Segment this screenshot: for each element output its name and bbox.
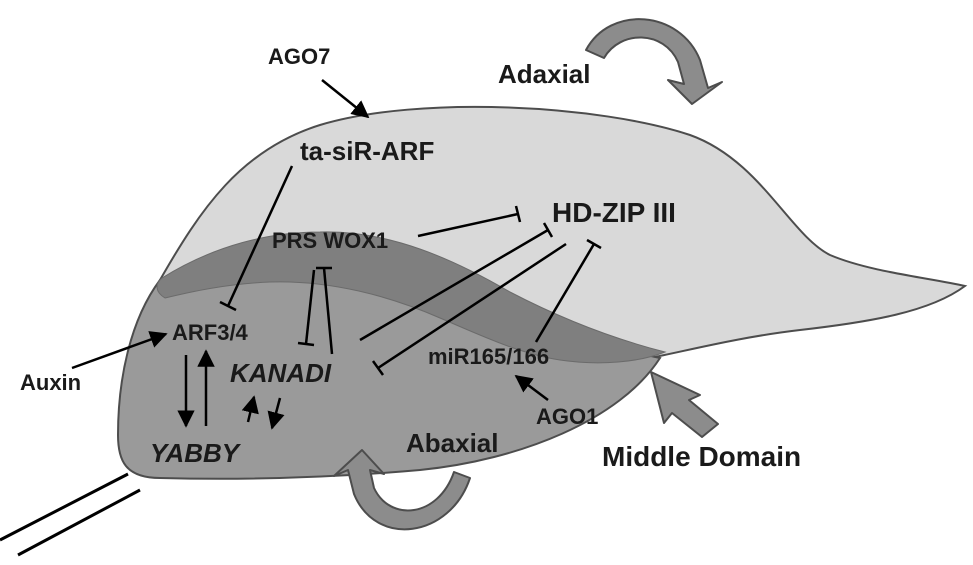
ago7-arrow xyxy=(321,79,370,119)
middle-domain-band xyxy=(156,231,667,364)
ago7-label: AGO7 xyxy=(268,44,330,69)
ago1-arrow xyxy=(514,374,549,401)
curved-arrow-abaxial-icon xyxy=(333,449,471,531)
abaxial-label: Abaxial xyxy=(406,428,499,458)
yabby-label: YABBY xyxy=(150,438,242,468)
kanadi-to-yabby-arrow xyxy=(267,397,285,430)
kanadi-label: KANADI xyxy=(230,358,332,388)
petiole xyxy=(0,472,141,557)
auxin-label: Auxin xyxy=(20,370,81,395)
ta-sir-arf-label: ta-siR-ARF xyxy=(300,136,434,166)
ago1-label: AGO1 xyxy=(536,404,598,429)
inhibition-lines xyxy=(219,165,602,376)
prs-wox1-label: PRS WOX1 xyxy=(272,228,388,253)
auxin-arrow xyxy=(71,331,168,370)
middle-domain-arrow-icon xyxy=(650,371,719,438)
yabby-to-kanadi-arrow xyxy=(241,395,259,423)
adaxial-label: Adaxial xyxy=(498,59,591,89)
curved-arrow-adaxial-icon xyxy=(585,18,723,105)
hd-zip-iii-label: HD-ZIP III xyxy=(552,197,676,228)
mir165-166-label: miR165/166 xyxy=(428,344,549,369)
arf34-label: ARF3/4 xyxy=(172,320,249,345)
middle-domain-label: Middle Domain xyxy=(602,441,801,472)
